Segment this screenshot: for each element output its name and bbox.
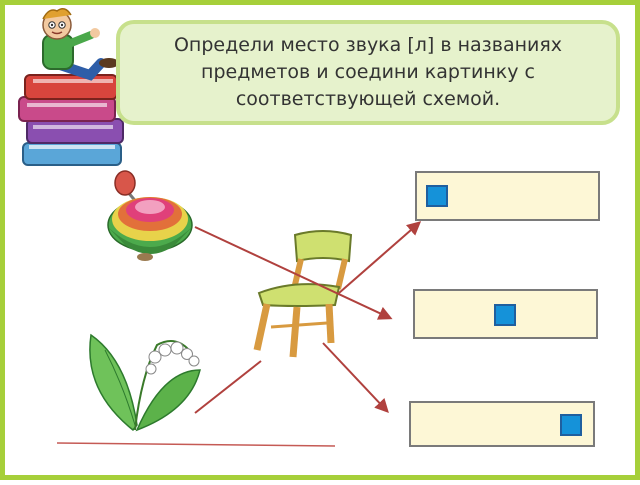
sound-scheme-end[interactable]: [409, 401, 595, 447]
baseline-divider: [56, 442, 336, 447]
instruction-text: Определи место звука [л] в названиях пре…: [173, 34, 563, 110]
slide-illustrations: [18, 8, 422, 447]
sound-scheme-middle[interactable]: [413, 289, 598, 339]
lily-of-the-valley-icon: [89, 333, 201, 432]
connection-arrows: [194, 221, 422, 414]
chair-icon: [253, 230, 353, 358]
boy-on-books-icon: [18, 8, 124, 166]
sound-marker: [426, 185, 448, 207]
sound-marker: [494, 304, 516, 326]
sound-scheme-beginning[interactable]: [415, 171, 600, 221]
sound-marker: [560, 414, 582, 436]
spinning-top-icon: [107, 170, 193, 261]
instruction-box: Определи место звука [л] в названиях пре…: [116, 20, 620, 125]
